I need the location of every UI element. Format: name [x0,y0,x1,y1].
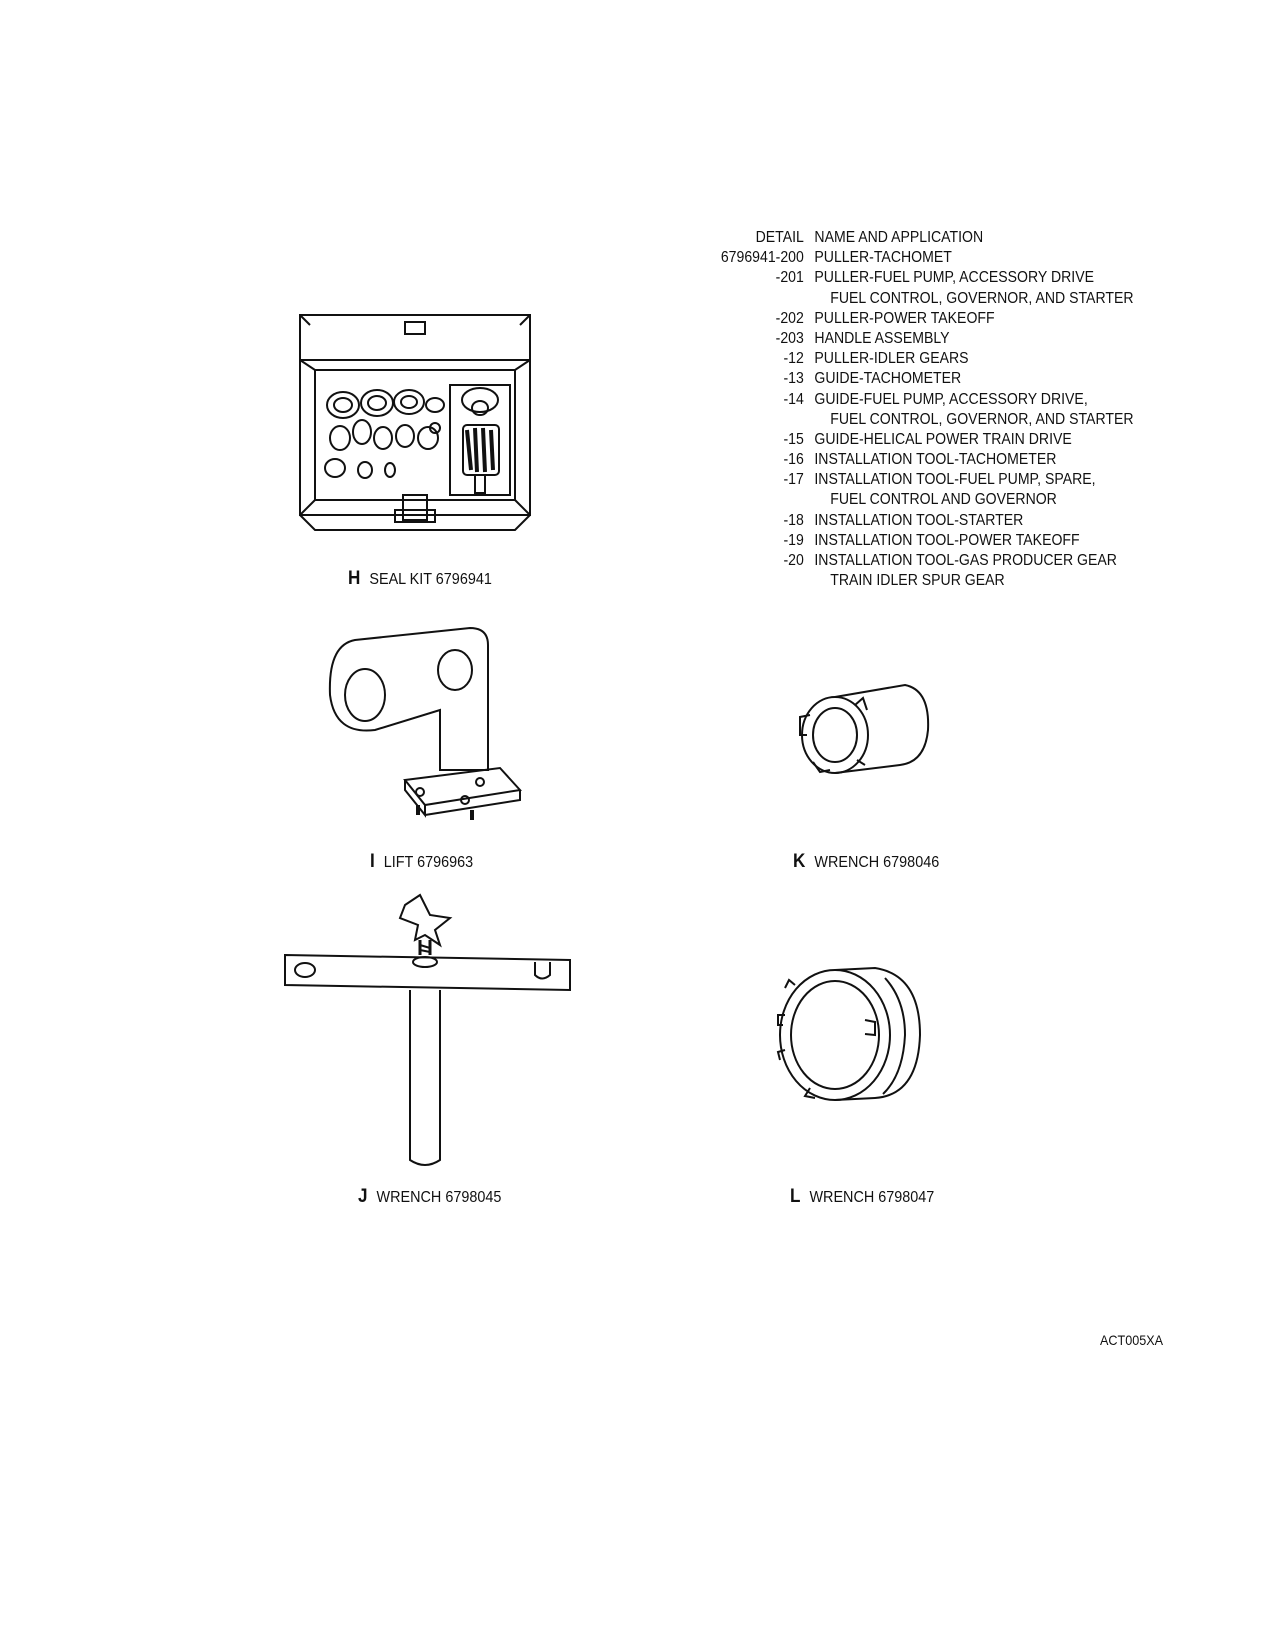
caption-h-letter: H [348,568,361,589]
row-name: INSTALLATION TOOL-STARTER [814,511,1024,529]
caption-h: H SEAL KIT 6796941 [348,568,492,590]
row-name: PULLER-POWER TAKEOFF [814,309,995,327]
lift-illustration [320,620,522,840]
row-name-continuation: FUEL CONTROL, GOVERNOR, AND STARTER [830,410,1134,428]
caption-j: J WRENCH 6798045 [358,1186,501,1208]
row-detail: -201 [775,269,804,287]
caption-l-letter: L [790,1186,801,1207]
row-detail: -202 [775,309,804,327]
row-name-continuation: FUEL CONTROL AND GOVERNOR [830,491,1057,509]
row-name: INSTALLATION TOOL-FUEL PUMP, SPARE, [814,471,1096,489]
caption-j-letter: J [358,1186,368,1207]
row-name: PULLER-TACHOMET [814,249,952,267]
wrench-6798046-illustration [795,680,935,785]
caption-h-label: SEAL KIT 6796941 [369,571,492,588]
row-detail: -14 [783,390,804,408]
row-name: INSTALLATION TOOL-POWER TAKEOFF [814,531,1080,549]
seal-kit-illustration [295,310,535,545]
wrench-6798047-illustration [775,960,925,1115]
row-detail: -18 [783,511,804,529]
row-detail: 6796941-200 [720,249,804,267]
wrench-6798045-illustration [280,890,575,1175]
caption-i: I LIFT 6796963 [370,851,473,873]
row-detail: -12 [783,350,804,368]
row-detail: -19 [783,531,804,549]
row-name-continuation: FUEL CONTROL, GOVERNOR, AND STARTER [830,289,1134,307]
caption-l: L WRENCH 6798047 [790,1186,934,1208]
caption-i-label: LIFT 6796963 [383,854,474,871]
caption-k: K WRENCH 6798046 [793,851,939,873]
caption-k-label: WRENCH 6798046 [814,854,940,871]
row-detail: -17 [783,471,804,489]
row-detail: -203 [775,329,804,347]
row-name: PULLER-IDLER GEARS [814,350,969,368]
row-name-continuation: TRAIN IDLER SPUR GEAR [830,572,1005,590]
caption-j-label: WRENCH 6798045 [376,1189,502,1206]
header-name: NAME AND APPLICATION [814,229,984,246]
row-name: GUIDE-HELICAL POWER TRAIN DRIVE [814,430,1072,448]
row-detail: -13 [783,370,804,388]
row-name: PULLER-FUEL PUMP, ACCESSORY DRIVE [814,269,1095,287]
row-detail: -20 [783,552,804,569]
caption-k-letter: K [793,851,806,872]
row-name: INSTALLATION TOOL-TACHOMETER [814,451,1057,469]
drawing-code: ACT005XA [1100,1332,1164,1348]
caption-l-label: WRENCH 6798047 [809,1189,935,1206]
row-detail: -15 [783,430,804,448]
row-name: GUIDE-TACHOMETER [814,370,962,388]
row-detail: -16 [783,451,804,469]
row-name: HANDLE ASSEMBLY [814,329,950,347]
row-name: INSTALLATION TOOL-GAS PRODUCER GEAR [814,552,1117,569]
caption-i-letter: I [370,851,375,872]
row-name: GUIDE-FUEL PUMP, ACCESSORY DRIVE, [814,390,1088,408]
header-detail: DETAIL [755,229,804,246]
